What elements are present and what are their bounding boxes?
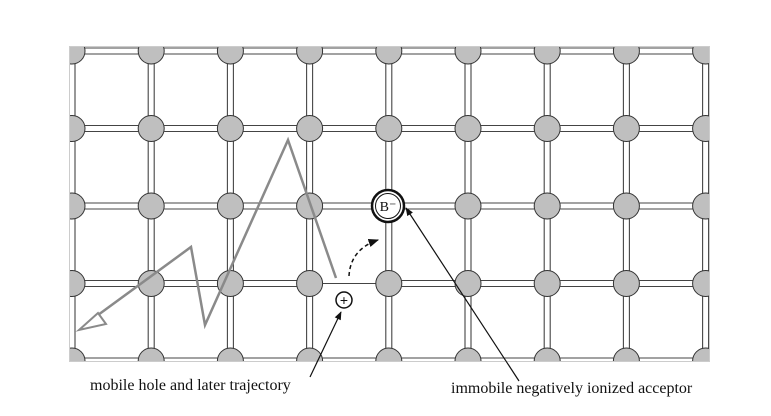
silicon-atom: [533, 270, 561, 297]
hole-trajectory: [97, 136, 338, 330]
silicon-atom: [612, 47, 640, 65]
silicon-atom: [692, 270, 709, 297]
silicon-atom: [137, 270, 165, 297]
silicon-atom: [216, 47, 244, 65]
figure-border: [69, 46, 710, 362]
silicon-atom: [612, 115, 640, 142]
silicon-atom: [692, 115, 709, 142]
hole-symbol: +: [340, 292, 348, 308]
silicon-atom: [137, 192, 165, 220]
silicon-atom: [216, 115, 244, 142]
silicon-atom: [454, 47, 482, 65]
silicon-atom: [70, 47, 86, 65]
hole-circle: [335, 291, 353, 309]
silicon-atom: [296, 192, 324, 220]
silicon-atom: [216, 192, 244, 220]
silicon-atom: [454, 347, 482, 361]
silicon-atom: [296, 347, 324, 361]
silicon-atom: [137, 347, 165, 361]
silicon-atom: [375, 115, 403, 142]
silicon-atom: [296, 47, 324, 65]
acceptor-inner-ring: [375, 193, 401, 219]
trajectory-arrowhead: [75, 311, 108, 332]
silicon-atom: [533, 47, 561, 65]
acceptor-pointer-line: [405, 207, 520, 382]
silicon-atom: [296, 270, 324, 297]
acceptor-caption: immobile negatively ionized acceptor: [451, 380, 693, 397]
silicon-atom: [137, 115, 165, 142]
silicon-atom: [692, 347, 709, 361]
silicon-atom: [375, 47, 403, 65]
acceptor-ion: B⁻: [370, 188, 406, 224]
silicon-atom: [70, 270, 86, 297]
silicon-atom: [612, 270, 640, 297]
silicon-atom: [533, 347, 561, 361]
silicon-atom: [70, 115, 86, 142]
silicon-atom: [216, 347, 244, 361]
silicon-atom: [70, 347, 86, 361]
silicon-atom: [296, 115, 324, 142]
silicon-atom: [533, 192, 561, 220]
dashed-jump-arrow: [348, 239, 379, 277]
acceptor-symbol: B⁻: [380, 200, 397, 215]
silicon-atom: [454, 115, 482, 142]
silicon-atom: [375, 270, 403, 297]
silicon-atom: [137, 47, 165, 65]
silicon-atom: [612, 347, 640, 361]
silicon-atom: [612, 192, 640, 220]
silicon-atom: [70, 192, 86, 220]
hole-caption: mobile hole and later trajectory: [90, 377, 291, 394]
hole-pointer-line: [309, 311, 342, 378]
mobile-hole: +: [335, 291, 353, 309]
silicon-atoms: [70, 47, 709, 361]
silicon-atom: [216, 270, 244, 297]
silicon-atom: [533, 115, 561, 142]
silicon-atom: [692, 192, 709, 220]
silicon-atom: [692, 47, 709, 65]
silicon-atom: [375, 347, 403, 361]
silicon-atom: [454, 270, 482, 297]
silicon-atom: [454, 192, 482, 220]
